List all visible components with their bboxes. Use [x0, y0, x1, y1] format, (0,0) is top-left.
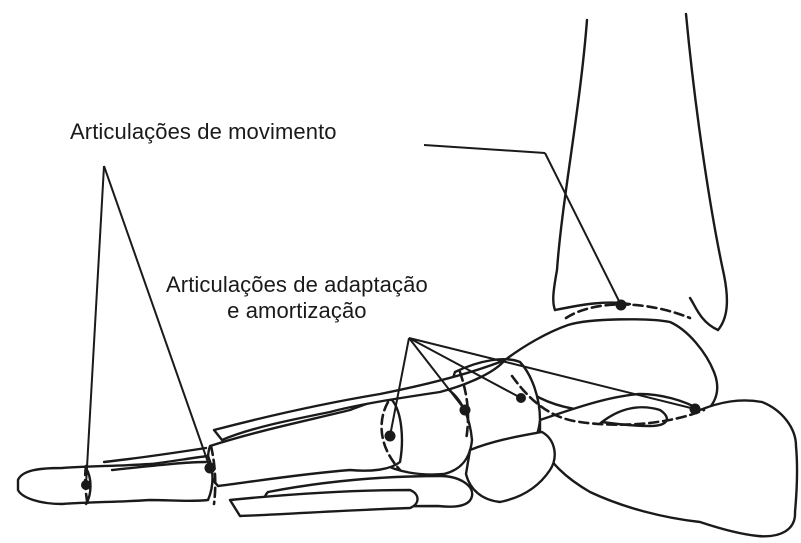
ankle-joint-marker — [616, 300, 627, 311]
ankle-joint-line — [566, 304, 690, 318]
metatarsophalangeal-joint-marker — [205, 463, 216, 474]
calcaneus-bone — [540, 394, 797, 536]
subtalar-joint-marker — [690, 404, 701, 415]
movement-leader-to-ankle — [545, 153, 621, 305]
adaptation-label-line1: Articulações de adaptação — [166, 272, 428, 298]
toe-phalanges — [18, 448, 213, 504]
talonavicular-joint-marker — [516, 393, 526, 403]
adaptation-label-line2: e amortização — [166, 298, 428, 324]
interphalangeal-joint-marker — [81, 480, 91, 490]
adaptation-joints-label: Articulações de adaptação e amortização — [166, 272, 428, 324]
movement-leader-horizontal — [424, 145, 545, 153]
cuneonavicular-joint-marker — [460, 405, 471, 416]
tibia-bone — [553, 14, 727, 330]
tarsometatarsal-joint-marker — [385, 431, 396, 442]
movement-joints-label: Articulações de movimento — [70, 119, 337, 145]
movement-leader-to-toe — [86, 166, 104, 485]
